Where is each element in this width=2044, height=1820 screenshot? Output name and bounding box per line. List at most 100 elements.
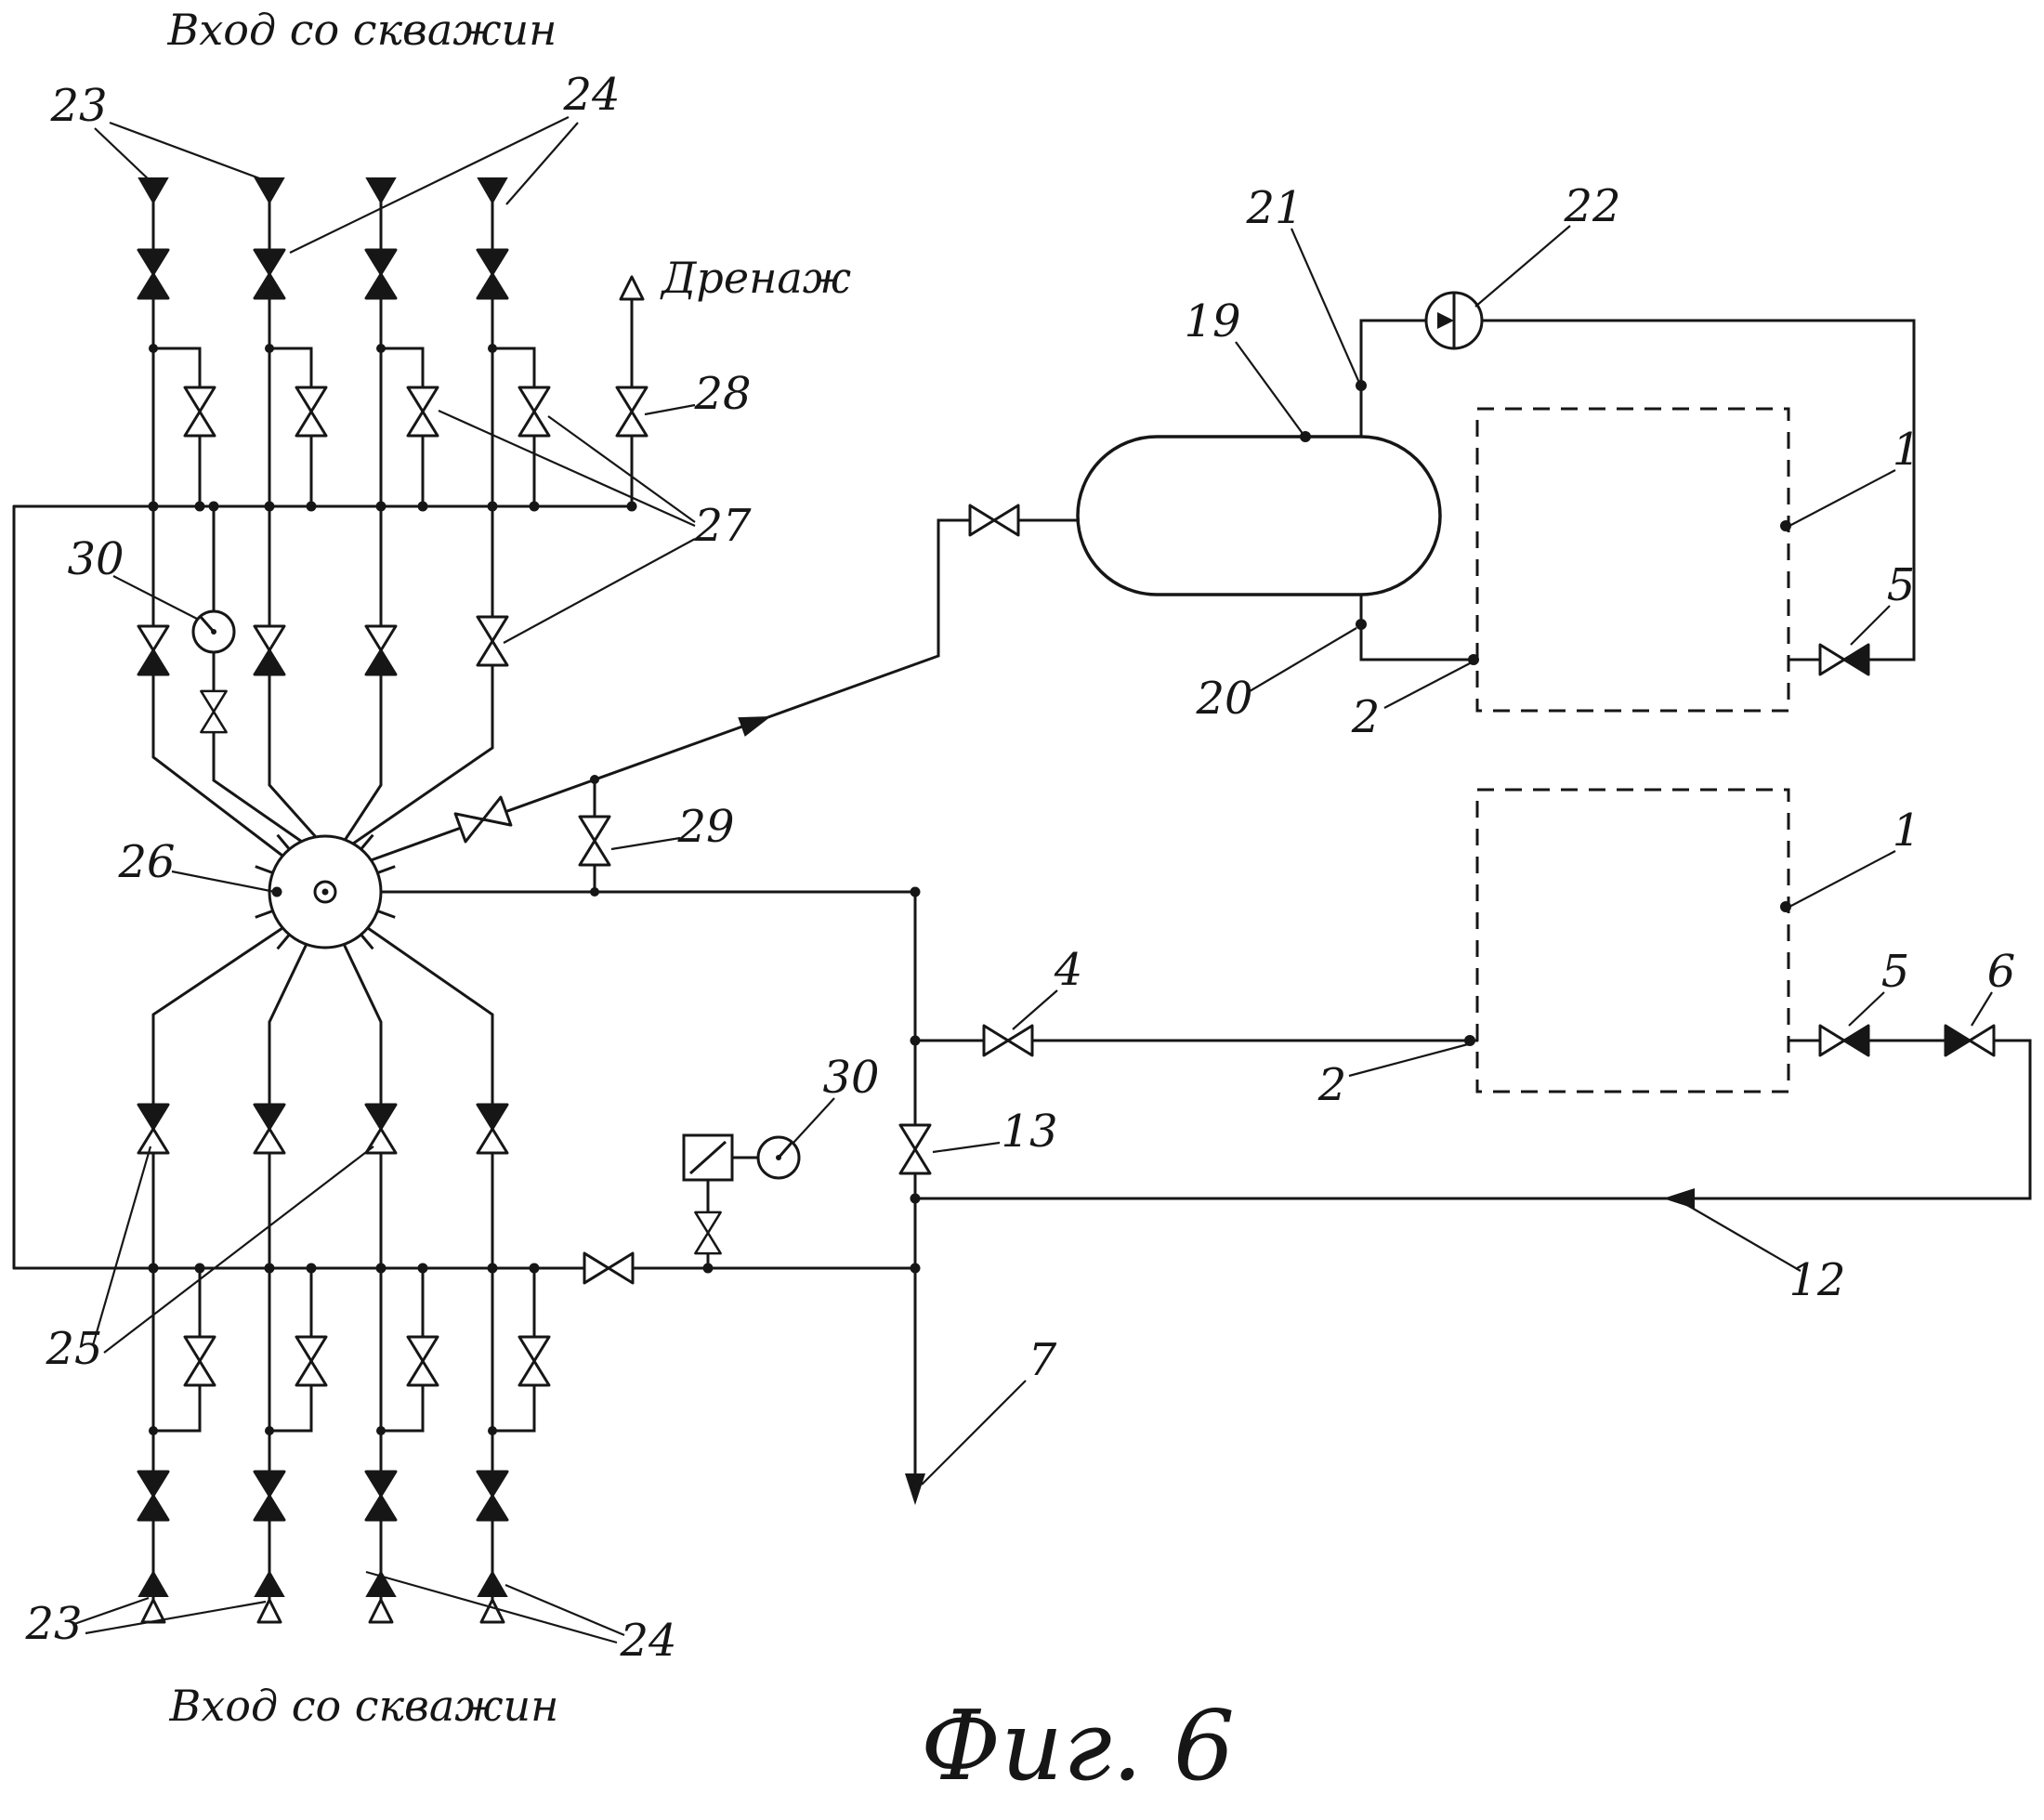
separator-feed-valve-icon <box>968 504 1020 537</box>
valve-icon <box>183 386 216 438</box>
inlet-arrow-icon <box>366 177 396 203</box>
valves <box>137 177 1996 1624</box>
valve-icon <box>364 248 398 300</box>
valve-icon <box>137 248 170 300</box>
separator-vessel <box>1076 435 1442 596</box>
inlet-tip-icon <box>368 1598 394 1624</box>
drain-outlet-icon <box>619 275 645 301</box>
multiport-selector-valve <box>255 833 396 950</box>
ref-28: 28 <box>693 368 751 420</box>
ref-1-bottom: 1 <box>1893 805 1921 857</box>
selector-inlet-pipes <box>151 504 494 858</box>
ref-2-bottom: 2 <box>1317 1059 1347 1111</box>
figure-caption: Фиг. 6 <box>921 1689 1235 1802</box>
title-top: Вход со скважин <box>167 5 557 55</box>
ref-30-top: 30 <box>67 533 124 585</box>
ref-21: 21 <box>1245 182 1303 234</box>
ref-30-bottom: 30 <box>822 1052 879 1104</box>
valve-5-lower-icon <box>1818 1024 1870 1057</box>
valve-icon <box>476 615 509 667</box>
valve-icon <box>137 624 170 676</box>
return-line-12-pipe <box>913 1039 2032 1200</box>
inlet-arrow-icon <box>138 177 168 203</box>
valve-icon <box>253 1103 286 1155</box>
valve-icon <box>583 1251 635 1285</box>
top-inlet-manifold-pipes <box>12 201 634 508</box>
drain-label: Дренаж <box>660 253 851 303</box>
valve-29-icon <box>578 815 611 867</box>
valve-13-icon <box>898 1123 932 1175</box>
valve-icon <box>453 795 513 844</box>
valve-icon <box>518 386 551 438</box>
title-bottom: Вход со скважин <box>169 1681 559 1731</box>
arrow-return-line-12 <box>1663 1188 1695 1209</box>
ref-23-bottom: 23 <box>24 1598 82 1650</box>
arrow-outlet-7 <box>905 1473 925 1505</box>
ref-22: 22 <box>1563 180 1620 232</box>
vessel-liquid-line <box>1359 593 1479 661</box>
ref-25: 25 <box>45 1323 102 1375</box>
ref-5-bottom: 5 <box>1881 946 1910 998</box>
valve-icon <box>406 386 439 438</box>
ref-4: 4 <box>1054 944 1083 996</box>
inlet-arrow-icon <box>478 177 507 203</box>
flow-meter <box>1424 291 1484 350</box>
ref-12: 12 <box>1788 1254 1845 1306</box>
valve-icon <box>364 1470 398 1522</box>
valve-icon <box>518 1335 551 1387</box>
valve-icon <box>137 1103 170 1155</box>
valve-icon <box>137 1470 170 1522</box>
ref-24-top: 24 <box>562 69 620 121</box>
inlet-arrow-icon <box>255 1571 284 1597</box>
valve-6-icon <box>1944 1024 1996 1057</box>
ref-13: 13 <box>1001 1106 1057 1158</box>
valve-4-icon <box>982 1024 1034 1057</box>
ref-5-top: 5 <box>1887 559 1916 611</box>
valve-icon <box>364 1103 398 1155</box>
flow-arrows <box>738 716 1695 1505</box>
inlet-tip-icon <box>479 1598 505 1624</box>
gauge-valve-icon <box>200 689 228 734</box>
ref-6: 6 <box>1987 946 2016 998</box>
ref-27: 27 <box>693 500 752 552</box>
ref-7: 7 <box>1029 1334 1057 1386</box>
valve-icon <box>406 1335 439 1387</box>
gauge-valve-icon <box>694 1211 722 1255</box>
valve-icon <box>295 1335 328 1387</box>
valve-icon <box>253 248 286 300</box>
junction-dots <box>148 344 1791 1435</box>
piping-lines <box>12 201 2032 1602</box>
arrow-to-separator <box>738 716 771 737</box>
selector-return-pipes <box>151 926 494 1270</box>
valve-icon <box>295 386 328 438</box>
valve-icon <box>364 624 398 676</box>
valve-icon <box>253 1470 286 1522</box>
ref-23-top: 23 <box>49 80 107 132</box>
vessel-gas-line <box>1359 319 1916 661</box>
pressure-gauge-top <box>191 609 236 654</box>
valve-icon <box>476 248 509 300</box>
ref-20: 20 <box>1195 673 1252 725</box>
ref-26: 26 <box>117 836 175 888</box>
ref-24-bottom: 24 <box>619 1615 676 1667</box>
valve-5-upper-icon <box>1818 643 1870 676</box>
ref-29: 29 <box>676 801 734 853</box>
leader-lines <box>73 116 1993 1644</box>
pressure-gauge-bottom <box>682 1133 801 1182</box>
drain-valve-icon <box>615 386 649 438</box>
valve-icon <box>183 1335 216 1387</box>
consumer-unit-lower-box <box>1475 788 1790 1093</box>
valve-icon <box>476 1470 509 1522</box>
ref-1-top: 1 <box>1893 424 1921 476</box>
inlet-tip-icon <box>140 1598 166 1624</box>
ref-2-top: 2 <box>1351 691 1381 743</box>
ref-19: 19 <box>1184 295 1240 347</box>
inlet-arrow-icon <box>478 1571 507 1597</box>
labels: Вход со скважин Вход со скважин Дренаж Ф… <box>24 5 2015 1802</box>
valve-icon <box>476 1103 509 1155</box>
consumer-unit-upper-box <box>1475 407 1790 713</box>
valve-icon <box>253 624 286 676</box>
selector-tick-marks <box>255 833 396 950</box>
